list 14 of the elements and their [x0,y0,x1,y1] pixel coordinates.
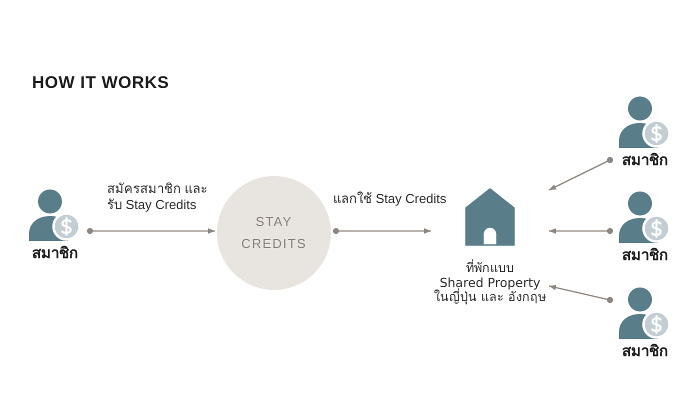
arrow [548,284,614,304]
arrow [332,228,431,234]
node-label: สมาชิก [622,246,668,266]
edge-label: แลกใช้ Stay Credits [333,191,446,207]
arrow [549,228,614,234]
node-label: ที่พักแบบ Shared Property ในญี่ปุ่น และ อังกฤษ [433,261,547,304]
edge-label: สมัครสมาชิก และ รับ Stay Credits [107,181,209,213]
circle-node: STAY CREDITS [217,176,331,290]
heading: HOW IT WORKS [32,73,170,93]
arrow [86,228,215,234]
node-label: สมาชิก [622,342,668,362]
node-label: สมาชิก [622,151,668,171]
arrow [548,156,614,191]
node-label: สมาชิก [32,244,78,264]
